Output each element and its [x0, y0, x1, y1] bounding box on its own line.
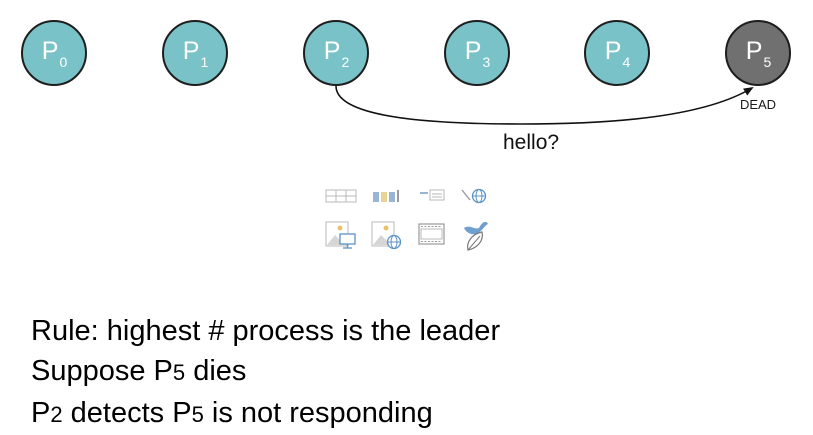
node-index: 3 [482, 54, 491, 70]
online-picture-icon [371, 221, 402, 250]
node-index: 1 [200, 54, 209, 70]
node-letter: P [745, 36, 763, 65]
node-letter: P [41, 36, 59, 65]
node-letter: P [323, 36, 341, 65]
rules-text: Rule: highest # process is the leader Su… [31, 311, 500, 435]
rule-line-detects: P2 detects P5 is not responding [31, 393, 500, 435]
dead-label: DEAD [739, 97, 777, 112]
rule-text-part: P [31, 397, 51, 429]
icon-insert-icon [464, 221, 488, 251]
rule-text-part: dies [185, 355, 247, 387]
chart-icon [373, 190, 399, 202]
rule-text-part: Suppose P [31, 355, 173, 387]
rule-subscript: 5 [191, 402, 204, 427]
message-arrow-path [335, 85, 754, 125]
node-letter: P [604, 36, 622, 65]
content-placeholder-icons [325, 188, 488, 251]
node-letter: P [182, 36, 200, 65]
rule-subscript: 2 [50, 402, 63, 427]
rule-text-part: is not responding [203, 397, 433, 429]
rule-subscript: 5 [172, 360, 186, 385]
node-index: 0 [59, 54, 68, 70]
online-image-icon [461, 188, 487, 204]
rule-text-part: detects P [62, 397, 192, 429]
message-label: hello? [503, 131, 560, 154]
node-index: 2 [341, 54, 350, 70]
video-icon [418, 223, 445, 245]
node-index: 4 [622, 54, 631, 70]
rule-line-leader: Rule: highest # process is the leader [31, 315, 501, 347]
node-letter: P [464, 36, 482, 65]
node-index: 5 [763, 54, 772, 70]
table-icon [325, 189, 357, 203]
rule-line-dies: Suppose P5 dies [31, 351, 500, 393]
picture-icon [325, 221, 356, 249]
smartart-icon [420, 189, 445, 201]
